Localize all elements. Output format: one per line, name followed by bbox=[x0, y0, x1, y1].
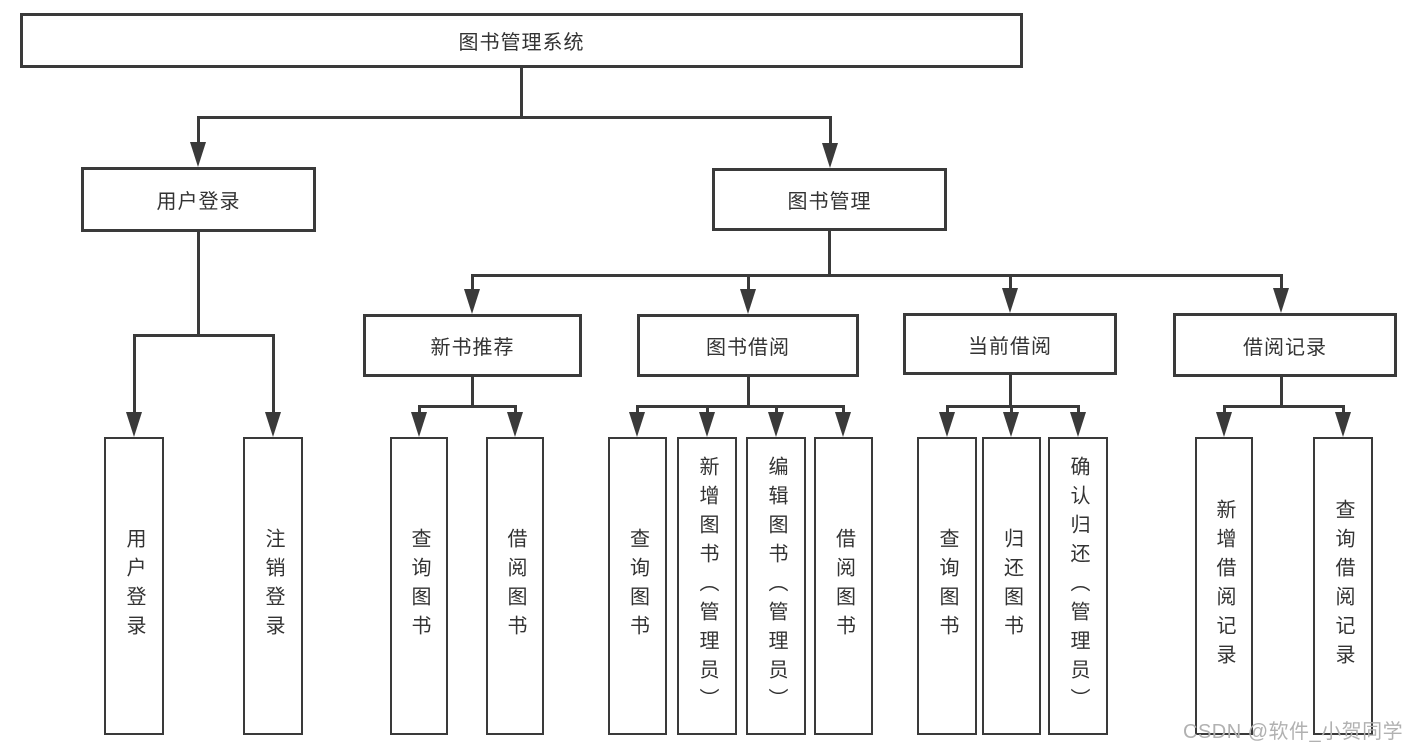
connector-line bbox=[774, 404, 778, 414]
node-user-login: 用户登录 bbox=[81, 167, 316, 232]
leaf-logout: 注销登录 bbox=[243, 437, 303, 735]
connector-line bbox=[513, 404, 517, 414]
connector-line bbox=[1341, 404, 1345, 414]
connector-line bbox=[945, 404, 949, 414]
node-current-borrowing: 当前借阅 bbox=[903, 313, 1117, 375]
connector-line bbox=[1008, 375, 1012, 406]
leaf-records-add-record: 新增借阅记录 bbox=[1195, 437, 1253, 735]
node-label: 新书推荐 bbox=[430, 337, 515, 359]
arrow-down-icon bbox=[265, 412, 281, 437]
connector-line bbox=[1222, 404, 1226, 414]
arrow-down-icon bbox=[1002, 288, 1018, 313]
leaf-borrowing-edit-books-admin: 编辑图书（管理员） bbox=[746, 437, 806, 735]
node-label: 图书管理系统 bbox=[458, 32, 585, 54]
arrow-down-icon bbox=[939, 412, 955, 437]
connector-line bbox=[419, 404, 515, 408]
node-label: 借阅图书 bbox=[504, 528, 526, 644]
connector-line bbox=[705, 404, 709, 414]
leaf-recommend-query-books: 查询图书 bbox=[390, 437, 448, 735]
node-new-book-recommend: 新书推荐 bbox=[363, 314, 582, 377]
node-label: 归还图书 bbox=[1000, 528, 1023, 644]
node-label: 查询图书 bbox=[936, 528, 958, 644]
leaf-borrowing-add-books-admin: 新增图书（管理员） bbox=[677, 437, 737, 735]
connector-line bbox=[196, 115, 200, 143]
connector-line bbox=[841, 404, 845, 414]
leaf-borrowing-query-books: 查询图书 bbox=[608, 437, 667, 735]
node-label: 借阅图书 bbox=[832, 528, 855, 644]
connector-line bbox=[472, 273, 1281, 277]
arrow-down-icon bbox=[411, 412, 427, 437]
leaf-records-query-record: 查询借阅记录 bbox=[1313, 437, 1373, 735]
arrow-down-icon bbox=[1070, 412, 1086, 437]
node-label: 确认归还（管理员） bbox=[1067, 455, 1089, 717]
node-root-system: 图书管理系统 bbox=[20, 13, 1023, 68]
node-borrowing-records: 借阅记录 bbox=[1173, 313, 1397, 377]
arrow-down-icon bbox=[507, 412, 523, 437]
connector-line bbox=[470, 273, 474, 291]
connector-line bbox=[1076, 404, 1080, 414]
node-label: 新增图书（管理员） bbox=[696, 455, 718, 717]
node-label: 图书管理 bbox=[787, 191, 872, 213]
node-label: 编辑图书（管理员） bbox=[765, 455, 787, 717]
connector-line bbox=[746, 273, 750, 291]
leaf-recommend-borrow-books: 借阅图书 bbox=[486, 437, 544, 735]
csdn-watermark: CSDN @软件_小贺同学 bbox=[1183, 721, 1404, 743]
arrow-down-icon bbox=[822, 143, 838, 168]
arrow-down-icon bbox=[768, 412, 784, 437]
connector-line bbox=[271, 333, 275, 413]
connector-line bbox=[635, 404, 639, 414]
arrow-down-icon bbox=[629, 412, 645, 437]
leaf-user-login: 用户登录 bbox=[104, 437, 164, 735]
node-label: 图书借阅 bbox=[706, 337, 790, 359]
connector-line bbox=[132, 333, 136, 413]
arrow-down-icon bbox=[1003, 412, 1019, 437]
leaf-current-query-books: 查询图书 bbox=[917, 437, 977, 735]
node-label: 查询借阅记录 bbox=[1332, 499, 1354, 673]
arrow-down-icon bbox=[126, 412, 142, 437]
arrow-down-icon bbox=[1216, 412, 1232, 437]
arrow-down-icon bbox=[1335, 412, 1351, 437]
connector-line bbox=[947, 404, 1078, 408]
connector-line bbox=[1224, 404, 1343, 408]
node-label: 用户登录 bbox=[156, 191, 241, 213]
node-label: 查询图书 bbox=[626, 528, 649, 644]
leaf-current-return-books: 归还图书 bbox=[982, 437, 1041, 735]
arrow-down-icon bbox=[190, 142, 206, 167]
leaf-current-confirm-return-admin: 确认归还（管理员） bbox=[1048, 437, 1108, 735]
arrow-down-icon bbox=[699, 412, 715, 437]
node-label: 注销登录 bbox=[262, 528, 284, 644]
connector-line bbox=[196, 232, 200, 335]
connector-line bbox=[637, 404, 843, 408]
connector-line bbox=[519, 68, 523, 117]
arrow-down-icon bbox=[835, 412, 851, 437]
node-label: 新增借阅记录 bbox=[1213, 499, 1235, 673]
node-label: 借阅记录 bbox=[1243, 336, 1327, 359]
leaf-borrowing-borrow-books: 借阅图书 bbox=[814, 437, 873, 735]
node-label: 当前借阅 bbox=[968, 335, 1052, 358]
connector-line bbox=[1279, 377, 1283, 406]
node-book-borrowing: 图书借阅 bbox=[637, 314, 859, 377]
connector-line bbox=[1009, 404, 1013, 414]
arrow-down-icon bbox=[1273, 288, 1289, 313]
connector-line bbox=[198, 115, 830, 119]
connector-line bbox=[1279, 273, 1283, 290]
arrow-down-icon bbox=[464, 289, 480, 314]
node-book-management: 图书管理 bbox=[712, 168, 947, 231]
connector-line bbox=[827, 231, 831, 275]
connector-line bbox=[134, 333, 273, 337]
arrow-down-icon bbox=[740, 289, 756, 314]
connector-line bbox=[1008, 273, 1012, 290]
connector-line bbox=[417, 404, 421, 414]
connector-line bbox=[470, 377, 474, 406]
node-label: 用户登录 bbox=[123, 528, 145, 644]
node-label: 查询图书 bbox=[408, 528, 430, 644]
connector-line bbox=[828, 115, 832, 144]
connector-line bbox=[746, 377, 750, 406]
